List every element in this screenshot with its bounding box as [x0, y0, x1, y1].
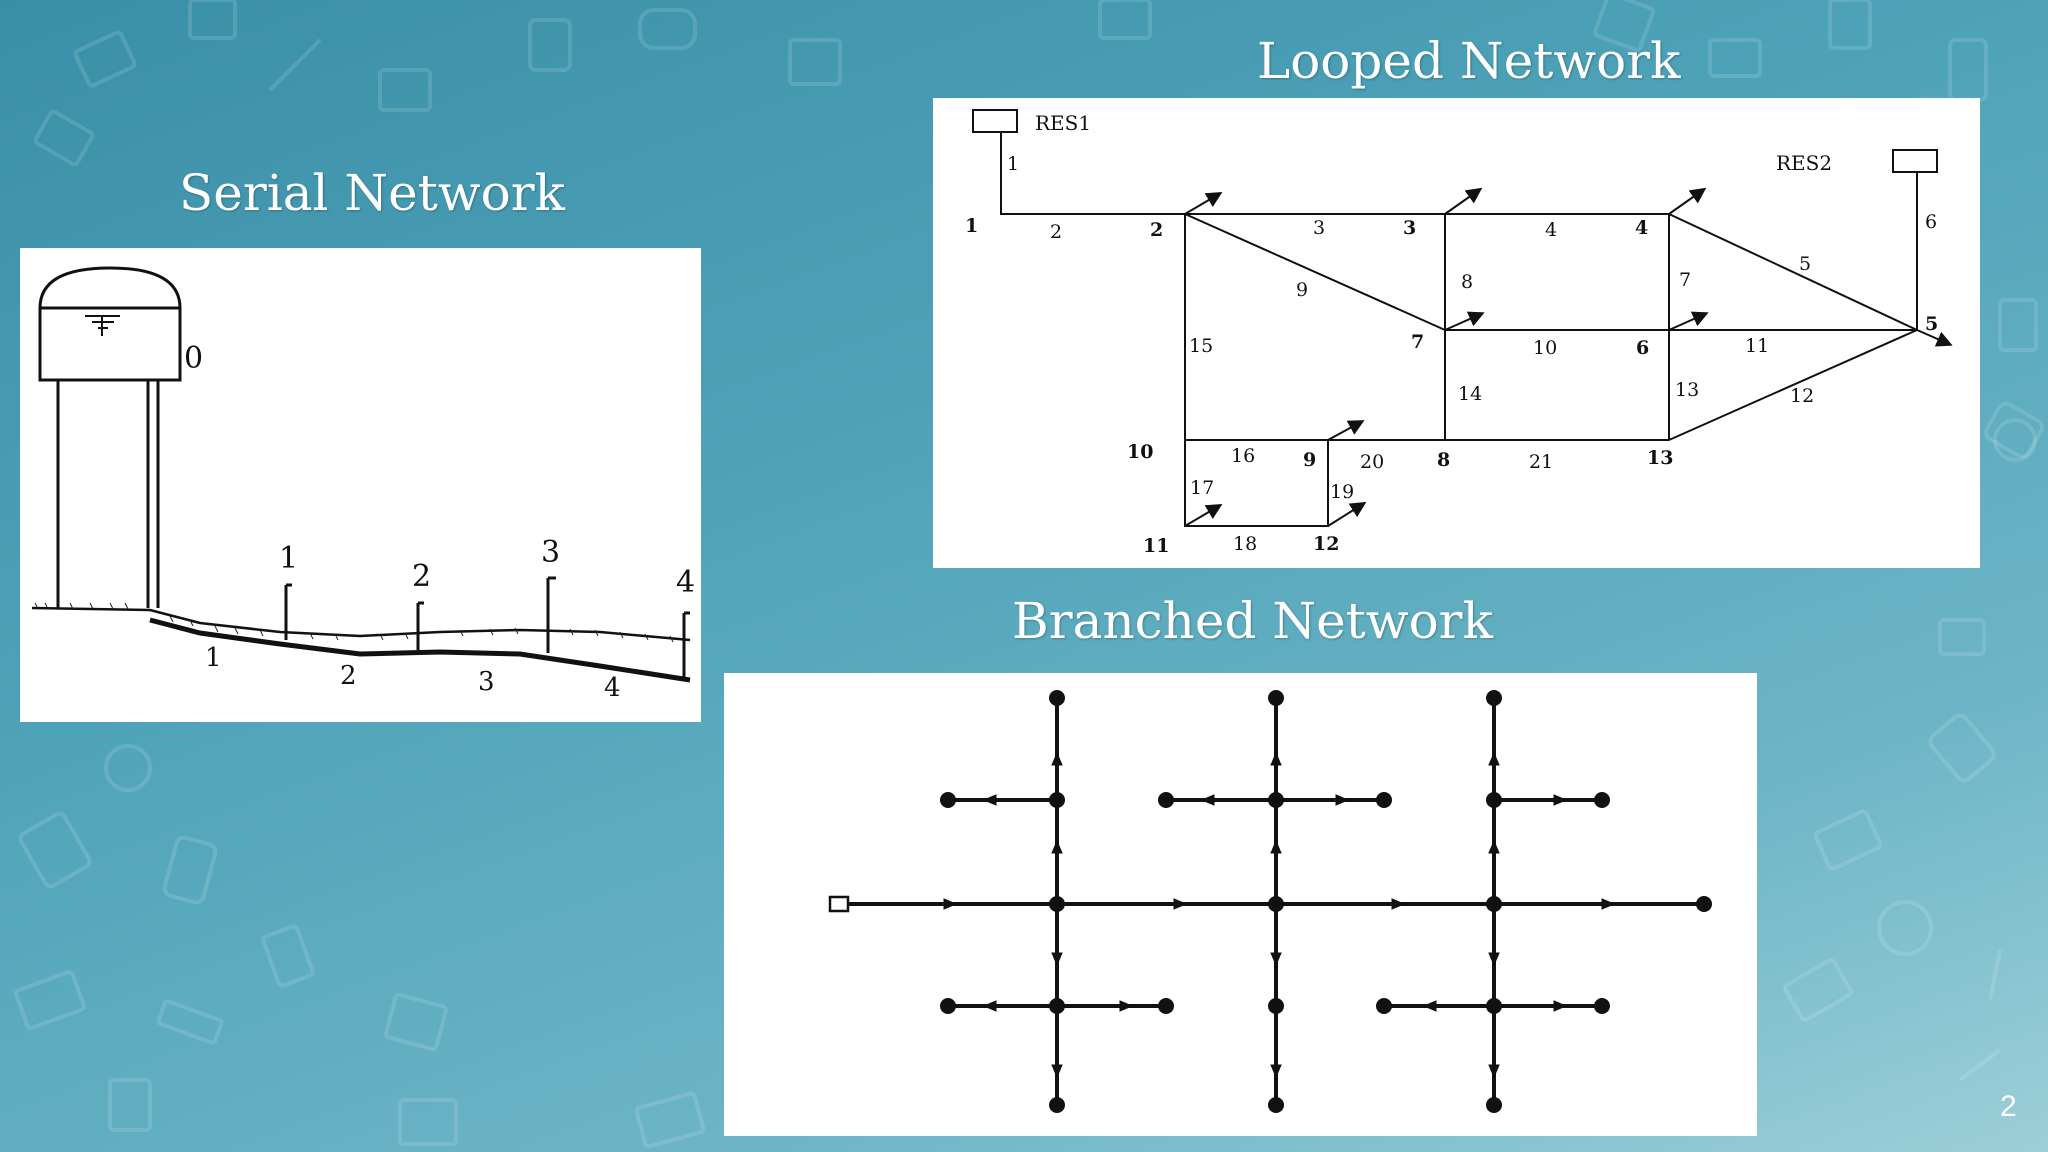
pipe-label-4: 4	[1545, 219, 1557, 241]
node-label-2: 2	[1150, 219, 1163, 241]
pipe-label-6: 6	[1925, 211, 1937, 233]
looped-network-diagram: RES1 RES2 1 2 3 4 5 6 7 8 9 10 11 12 13 …	[965, 109, 1953, 557]
pipe-label-12: 12	[1790, 385, 1814, 407]
pipe-label-7: 7	[1679, 269, 1691, 291]
reservoir-res2	[1892, 149, 1938, 173]
pipe-label-2: 2	[1050, 221, 1062, 243]
pipe-label-16: 16	[1231, 445, 1255, 467]
node-riser-3	[546, 576, 556, 653]
pipe-label-10: 10	[1533, 337, 1557, 359]
pipe-label-8: 8	[1461, 271, 1473, 293]
node-riser-2	[416, 601, 424, 650]
pipe-label-15: 15	[1189, 335, 1213, 357]
tank-body	[38, 306, 182, 382]
node-label-12: 12	[1313, 533, 1339, 555]
node-label-1: 1	[965, 215, 978, 237]
pipe-label-17: 17	[1190, 477, 1214, 499]
grass-texture	[34, 602, 674, 643]
node-label-11: 11	[1143, 535, 1169, 557]
pipe-label-9: 9	[1296, 279, 1308, 301]
node-label-8: 8	[1437, 449, 1450, 471]
node-label-7: 7	[1411, 331, 1424, 353]
branched-network-title: Branched Network	[1012, 592, 1493, 650]
node-label-3: 3	[1403, 217, 1416, 239]
branched-network-panel	[724, 673, 1757, 1136]
pipe-label-1: 1	[1007, 153, 1019, 175]
looped-network-panel: RES1 RES2 1 2 3 4 5 6 7 8 9 10 11 12 13 …	[933, 98, 1980, 568]
node-label-5: 5	[1925, 313, 1938, 335]
ground-line	[31, 606, 691, 642]
serial-pipe	[149, 617, 691, 683]
branched-flow-arrows	[943, 751, 1616, 1079]
serial-network-panel: 0 1 2 3 4 1 2 3 4	[20, 248, 701, 722]
looped-network-title: Looped Network	[1257, 32, 1681, 90]
serial-node-label-1: 1	[279, 541, 298, 576]
pipe-label-20: 20	[1360, 451, 1384, 473]
tank-dome	[38, 266, 182, 309]
pipe-label-18: 18	[1233, 533, 1257, 555]
water-level-symbol	[85, 315, 120, 336]
pipe-label-11: 11	[1745, 335, 1769, 357]
reservoir-res1	[972, 109, 1018, 133]
node-label-4: 4	[1635, 217, 1648, 239]
node-label-6: 6	[1636, 337, 1649, 359]
pipe-label-13: 13	[1675, 379, 1699, 401]
pipe-label-14: 14	[1458, 383, 1482, 405]
node-riser-1	[284, 583, 292, 640]
slide-number: 2	[2000, 1090, 2017, 1123]
pipe-label-3: 3	[1313, 217, 1325, 239]
serial-pipe-label-3: 3	[478, 667, 495, 697]
serial-node-label-2: 2	[412, 559, 431, 594]
branched-source-node	[828, 895, 850, 913]
serial-pipe-label-2: 2	[340, 661, 357, 691]
node-label-9: 9	[1303, 449, 1316, 471]
pipe-label-19: 19	[1330, 481, 1354, 503]
pipe-label-21: 21	[1529, 451, 1553, 473]
serial-network-title: Serial Network	[179, 164, 565, 222]
branched-nodes	[940, 690, 1712, 1113]
pipe-label-5: 5	[1799, 253, 1811, 275]
node-label-10: 10	[1127, 441, 1153, 463]
serial-node-label-4: 4	[676, 565, 695, 600]
tank-label: 0	[184, 341, 203, 376]
serial-pipe-label-4: 4	[604, 673, 621, 703]
node-riser-4	[682, 611, 690, 678]
reservoir-label-res2: RES2	[1776, 151, 1832, 175]
serial-node-label-3: 3	[541, 535, 560, 570]
node-label-13: 13	[1647, 447, 1673, 469]
serial-pipe-label-1: 1	[205, 643, 222, 673]
serial-network-diagram: 0 1 2 3 4 1 2 3 4	[31, 266, 695, 703]
branched-network-diagram	[828, 690, 1712, 1113]
reservoir-label-res1: RES1	[1035, 111, 1091, 135]
